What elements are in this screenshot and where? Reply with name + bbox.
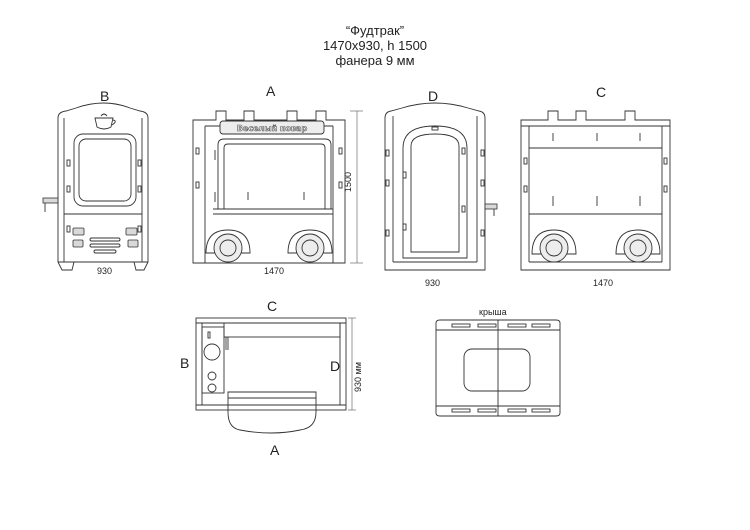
roof-label: крыша bbox=[479, 307, 507, 317]
view-b-dimension: 930 bbox=[97, 266, 113, 276]
plan-label-d: D bbox=[330, 358, 341, 374]
title-line-3: фанера 9 мм bbox=[335, 53, 415, 68]
wheel-c-front bbox=[539, 233, 569, 263]
view-c-dimension: 1470 bbox=[593, 278, 614, 288]
plan-label-a: A bbox=[270, 442, 280, 458]
roof-panel bbox=[435, 319, 561, 417]
view-c-panel bbox=[520, 110, 671, 271]
plan-label-c: C bbox=[267, 298, 278, 314]
wheel-a-front bbox=[213, 233, 243, 263]
view-a-panel: Веселый повар bbox=[192, 110, 363, 264]
title-line-1: “Фудтрак” bbox=[345, 23, 405, 38]
plan-view bbox=[195, 317, 356, 434]
view-d-panel bbox=[384, 102, 498, 271]
food-truck-sign bbox=[219, 120, 325, 135]
headlight-right bbox=[125, 227, 138, 236]
wheel-c-rear bbox=[623, 233, 653, 263]
view-a-dimension: 1470 bbox=[264, 266, 285, 276]
sign-text: Веселый повар bbox=[237, 124, 308, 133]
cup-icon bbox=[94, 117, 114, 130]
view-d-dimension: 930 bbox=[425, 278, 441, 288]
wheel-a-rear bbox=[295, 233, 325, 263]
view-a-letter: A bbox=[266, 83, 276, 99]
headlight-left bbox=[72, 227, 85, 236]
view-b-letter: B bbox=[100, 88, 110, 104]
view-c-letter: C bbox=[596, 84, 607, 100]
title-line-2: 1470x930, h 1500 bbox=[322, 38, 428, 53]
plan-label-b: B bbox=[180, 355, 190, 371]
view-b-panel bbox=[42, 102, 149, 271]
view-d-letter: D bbox=[428, 88, 439, 104]
